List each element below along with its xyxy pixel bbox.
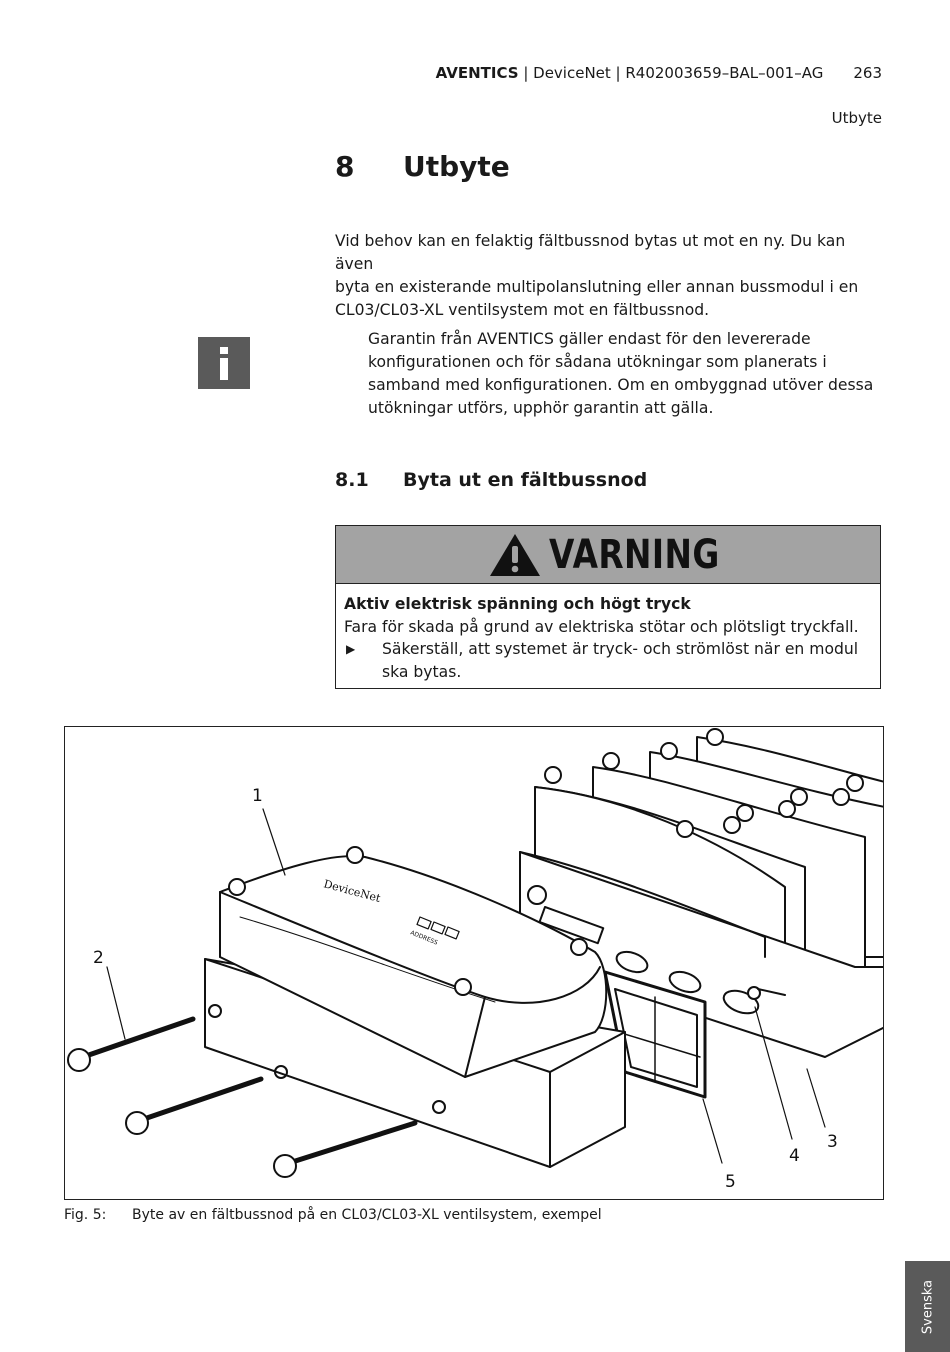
warning-header: VARNING — [336, 526, 880, 584]
figure-frame: DeviceNet ADDRESS 1 2 3 4 5 — [64, 726, 884, 1200]
callout-1: 1 — [252, 786, 263, 806]
note-line: Garantin från AVENTICS gäller endast för… — [368, 330, 811, 348]
document-number: R402003659–BAL–001–AG — [625, 64, 824, 82]
info-icon — [198, 337, 250, 389]
header-separator: | — [518, 64, 534, 82]
exploded-view-illustration: DeviceNet ADDRESS 1 2 3 4 5 — [67, 728, 883, 1192]
language-tab: Svenska — [905, 1261, 950, 1352]
bullet-arrow-icon: ▶ — [346, 642, 356, 656]
section-label: Utbyte — [831, 109, 882, 127]
note-line: utökningar utförs, upphör garantin att g… — [368, 399, 714, 417]
callout-2: 2 — [93, 948, 104, 968]
callout-3: 3 — [827, 1132, 838, 1152]
brand-name: AVENTICS — [435, 64, 519, 82]
note-line: konfigurationen och för sådana utökninga… — [368, 353, 827, 371]
callout-4: 4 — [789, 1146, 800, 1166]
warning-action-item: ▶ Säkerställ, att systemet är tryck- och… — [344, 638, 872, 683]
warning-body: Aktiv elektrisk spänning och högt tryck … — [336, 584, 880, 683]
warning-action-line: Säkerställ, att systemet är tryck- och s… — [382, 640, 859, 658]
intro-line: Vid behov kan en felaktig fältbussnod by… — [335, 232, 846, 273]
header-separator: | — [610, 64, 626, 82]
info-note: Garantin från AVENTICS gäller endast för… — [368, 328, 888, 420]
warning-action-text: Säkerställ, att systemet är tryck- och s… — [382, 638, 858, 683]
warning-title: Aktiv elektrisk spänning och högt tryck — [344, 595, 691, 613]
intro-paragraph: Vid behov kan en felaktig fältbussnod by… — [335, 230, 883, 322]
fieldbus-node — [204, 855, 626, 1168]
warning-text: Fara för skada på grund av elektriska st… — [344, 617, 859, 636]
section-title: Byta ut en fältbussnod — [403, 469, 648, 491]
warning-action-line: ska bytas. — [382, 662, 462, 681]
chapter-number: 8 — [335, 150, 355, 183]
intro-line: byta en existerande multipolanslutning e… — [335, 278, 859, 296]
page-number: 263 — [853, 64, 882, 82]
top-screws — [228, 728, 864, 996]
warning-signal-word: VARNING — [548, 531, 720, 578]
figure-label: Fig. 5: — [64, 1207, 107, 1223]
note-line: samband med konfigurationen. Om en ombyg… — [368, 376, 874, 394]
running-header: AVENTICS | DeviceNet | R402003659–BAL–00… — [400, 64, 882, 82]
product-name: DeviceNet — [533, 64, 611, 82]
valve-module-stack — [519, 736, 883, 1058]
chapter-title: Utbyte — [403, 150, 510, 183]
language-label: Svenska — [920, 1279, 935, 1334]
section-number: 8.1 — [335, 469, 369, 491]
callout-5: 5 — [725, 1172, 736, 1192]
warning-box: VARNING Aktiv elektrisk spänning och hög… — [335, 525, 881, 689]
leader-lines — [106, 808, 826, 1164]
bolts — [67, 1004, 446, 1178]
figure-caption: Byte av en fältbussnod på en CL03/CL03-X… — [132, 1207, 602, 1223]
intro-line: CL03/CL03-XL ventilsystem mot en fältbus… — [335, 301, 710, 319]
gasket — [603, 970, 707, 1099]
warning-triangle-icon — [489, 533, 540, 576]
